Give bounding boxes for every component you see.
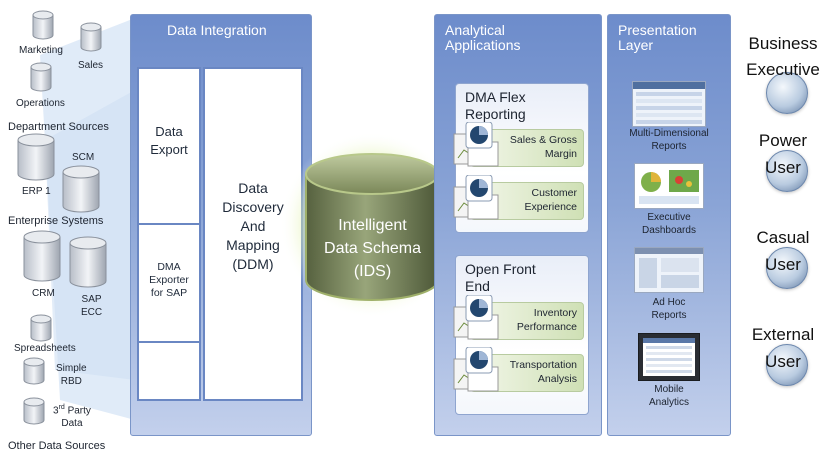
external-user-avatar-icon xyxy=(766,344,808,386)
sales-cylinder-icon xyxy=(80,22,102,52)
multi-dimensional-reports-thumbnail xyxy=(632,81,706,127)
scm-label: SCM xyxy=(72,152,95,163)
operations-label: Operations xyxy=(16,98,65,109)
report-thumbnail-icon xyxy=(453,295,499,340)
mobile-analytics-thumbnail xyxy=(638,333,700,381)
marketing-label: Marketing xyxy=(19,45,63,56)
business-executive-avatar-icon xyxy=(766,72,808,114)
third-party-cylinder-icon xyxy=(23,397,45,425)
sales-label: Sales xyxy=(78,60,104,71)
data-integration-title: Data Integration xyxy=(167,22,267,38)
report-thumbnail-icon xyxy=(453,175,499,220)
enterprise-systems-label: Enterprise Systems xyxy=(8,215,104,227)
external-user-label: External xyxy=(751,325,815,344)
spreadsheets-label: Spreadsheets xyxy=(14,343,76,354)
erp1-label: ERP 1 xyxy=(22,186,51,197)
casual-user-label-line2: User xyxy=(765,255,801,274)
business-executive-label: Business xyxy=(748,34,818,53)
scm-cylinder-icon xyxy=(62,165,100,213)
operations-cylinder-icon xyxy=(30,62,52,92)
simple-rbd-cylinder-icon xyxy=(23,357,45,385)
erp1-cylinder-icon xyxy=(17,133,55,181)
power-user-avatar-icon xyxy=(766,150,808,192)
empty-box xyxy=(137,341,201,401)
ids-cylinder-icon xyxy=(280,132,464,318)
executive-dashboards-thumbnail xyxy=(634,163,704,209)
report-thumbnail-icon xyxy=(453,347,499,392)
other-data-sources-label: Other Data Sources xyxy=(8,440,106,452)
external-user-label-line2: User xyxy=(765,352,801,371)
crm-cylinder-icon xyxy=(23,230,61,282)
casual-user-label: Casual xyxy=(756,228,810,247)
report-thumbnail-icon xyxy=(453,122,499,167)
spreadsheets-cylinder-icon xyxy=(30,314,52,342)
sap-ecc-cylinder-icon xyxy=(69,236,107,288)
casual-user-avatar-icon xyxy=(766,247,808,289)
marketing-cylinder-icon xyxy=(32,10,54,40)
business-executive-label-line2: Executive xyxy=(746,60,820,79)
department-sources-label: Department Sources xyxy=(8,121,109,133)
power-user-label-line2: User xyxy=(765,158,801,177)
ad-hoc-reports-thumbnail xyxy=(634,247,704,293)
crm-label: CRM xyxy=(32,288,55,299)
power-user-label: Power xyxy=(758,131,808,150)
